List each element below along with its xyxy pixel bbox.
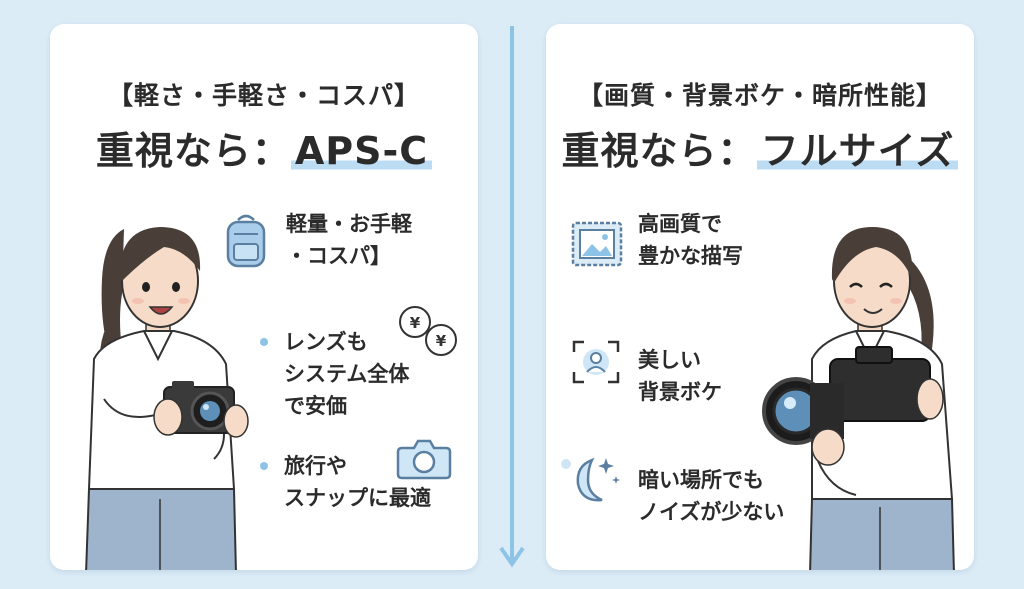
feature-line: ノイズが少ない — [638, 500, 785, 524]
divider-arrow — [499, 26, 525, 568]
svg-text:¥: ¥ — [436, 332, 447, 350]
feature-affordable-system: レンズも システム全体 で安価 — [284, 326, 409, 422]
full-frame-subtitle: 【画質・背景ボケ・暗所性能】 — [577, 81, 942, 110]
picture-frame-icon — [571, 221, 623, 267]
yen-coins-icon: ¥ ¥ — [399, 306, 457, 356]
feature-line: 背景ボケ — [638, 380, 722, 404]
bullet-dot — [260, 338, 268, 346]
feature-line: システム全体 — [284, 362, 410, 386]
full-frame-title: 重視なら：フルサイズ — [546, 120, 974, 175]
feature-line: 暗い場所でも — [638, 468, 764, 492]
feature-line: スナップに最適 — [284, 486, 431, 510]
feature-line: で安価 — [284, 394, 347, 418]
feature-travel-snap: 旅行や スナップに最適 — [284, 450, 431, 514]
full-frame-card: 【画質・背景ボケ・暗所性能】 重視なら：フルサイズ 高画質で 豊かな描写 美しい… — [546, 24, 974, 570]
camera-icon — [396, 439, 452, 480]
bullet-dot — [260, 462, 268, 470]
feature-bokeh: 美しい 背景ボケ — [638, 344, 722, 408]
feature-low-noise: 暗い場所でも ノイズが少ない — [638, 464, 784, 528]
portrait-focus-icon — [572, 340, 620, 384]
aps-c-title: 重視なら：APS-C — [50, 120, 478, 175]
feature-line: ・コスパ】 — [286, 244, 391, 268]
feature-line: 旅行や — [284, 454, 347, 478]
woman-with-full-frame-camera-illustration — [762, 227, 955, 570]
feature-line: 豊かな描写 — [638, 244, 743, 268]
feature-line: 高画質で — [638, 212, 722, 236]
feature-line: 美しい — [638, 348, 701, 372]
full-frame-title-highlight: フルサイズ — [756, 129, 959, 173]
aps-c-card: 【軽さ・手軽さ・コスパ】 重視なら：APS-C — [50, 24, 478, 570]
feature-lightweight: 軽量・お手軽 ・コスパ】 — [286, 208, 412, 272]
aps-c-title-prefix: 重視なら： — [95, 129, 291, 173]
feature-high-quality: 高画質で 豊かな描写 — [638, 208, 743, 272]
woman-with-compact-camera-illustration — [85, 227, 249, 570]
backpack-icon — [226, 214, 266, 268]
feature-line: 軽量・お手軽 — [286, 212, 412, 236]
full-frame-title-prefix: 重視なら： — [561, 129, 757, 173]
feature-line: レンズも — [284, 330, 368, 354]
aps-c-title-highlight: APS-C — [290, 129, 433, 173]
svg-text:¥: ¥ — [410, 314, 421, 332]
aps-c-subtitle: 【軽さ・手軽さ・コスパ】 — [107, 81, 420, 110]
moon-stars-icon — [561, 457, 620, 502]
